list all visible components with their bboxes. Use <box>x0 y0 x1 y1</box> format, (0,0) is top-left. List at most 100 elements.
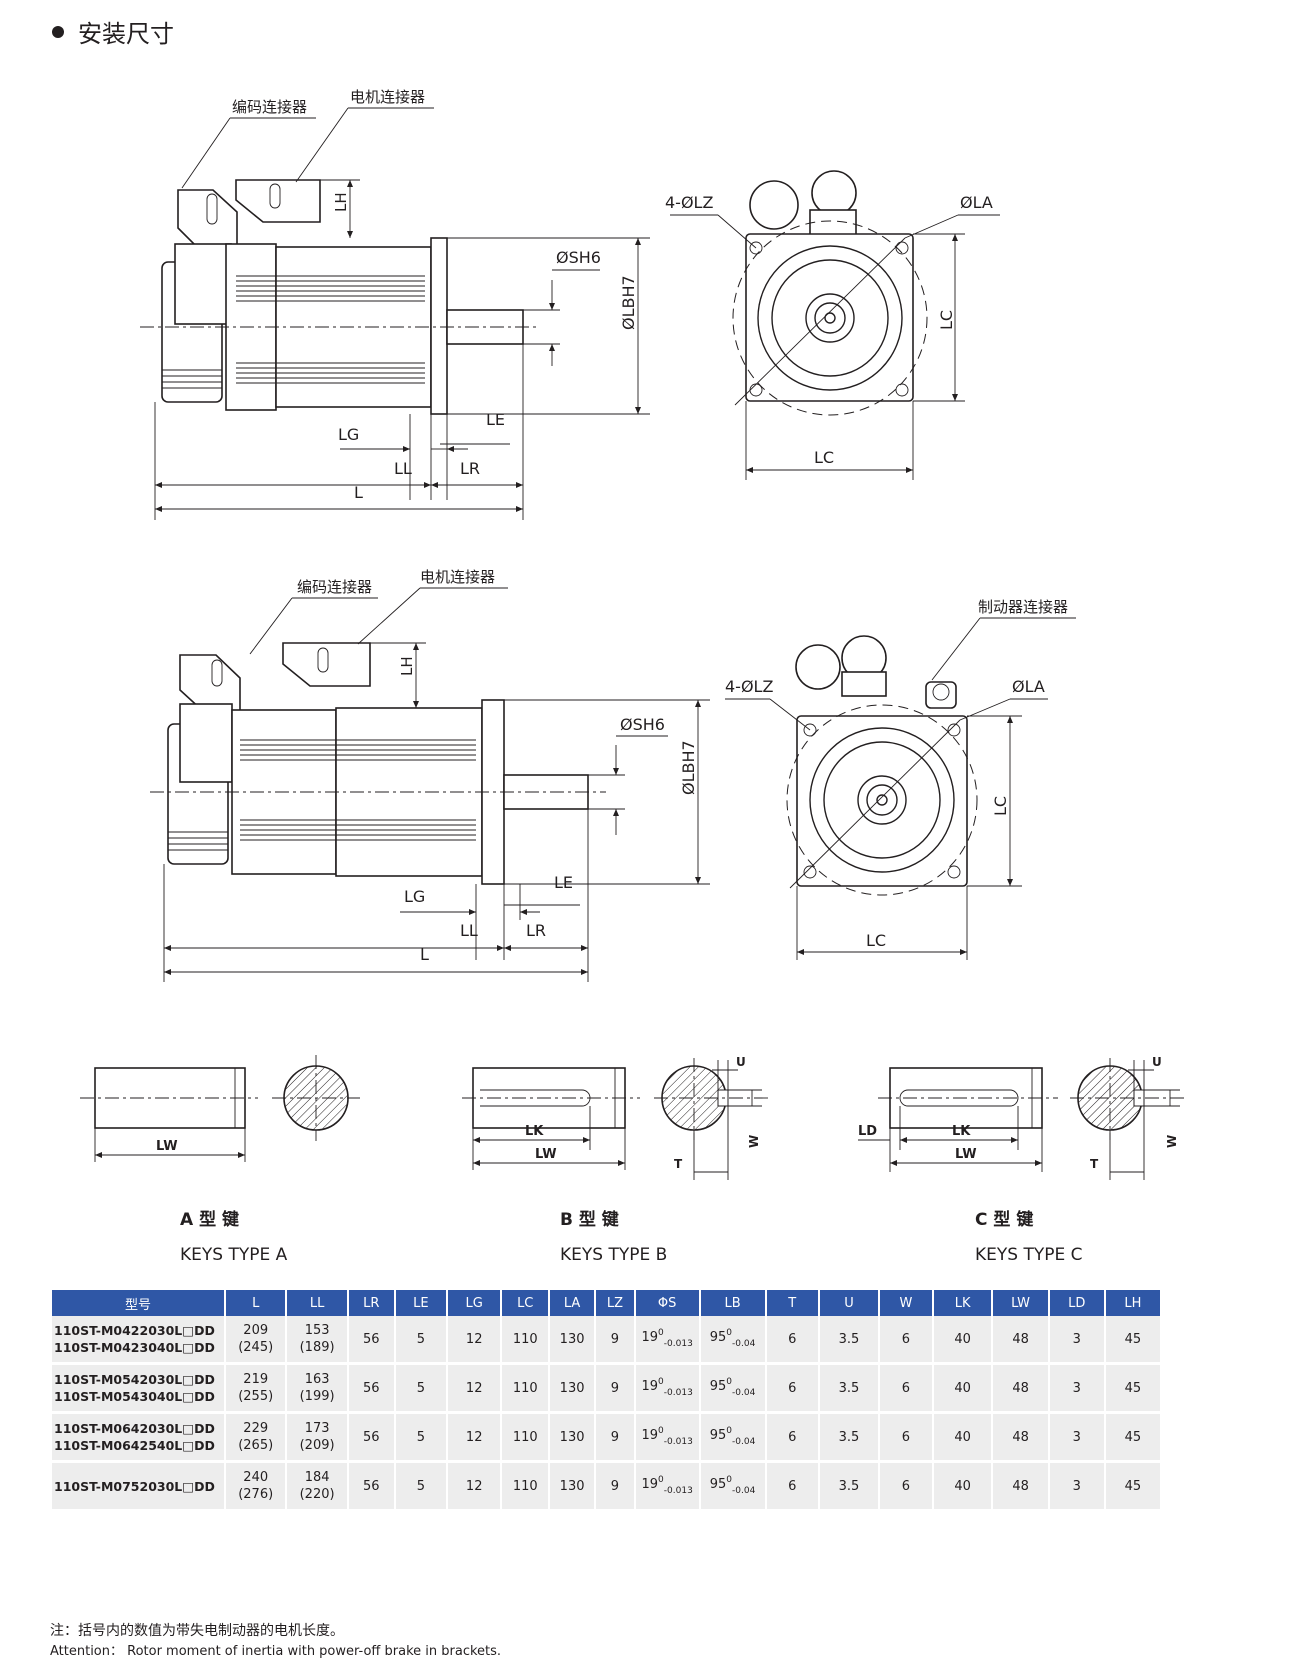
cell-t: 6 <box>765 1461 820 1512</box>
col-header: LH <box>1104 1290 1163 1316</box>
motor-connector-slot <box>269 183 281 209</box>
mount-hole <box>947 865 961 879</box>
shaft-center <box>876 794 888 806</box>
pitch-circle <box>786 704 978 896</box>
cell-s: 190-0.013 <box>634 1461 701 1512</box>
cell-lk: 40 <box>932 1461 994 1512</box>
key-type-b-cn: B 型 键 <box>560 1209 619 1230</box>
flange-ring-inner <box>771 259 889 377</box>
lb-tol-lower: -0.04 <box>732 1437 756 1447</box>
label-lc-vertical: LC <box>991 796 1010 816</box>
shaft-outline <box>94 1067 246 1129</box>
cell-la: 130 <box>549 1461 597 1512</box>
table-row: 110ST-M0542030L□DD 110ST-M0543040L□DD 21… <box>52 1363 1163 1414</box>
cell-t: 6 <box>765 1363 820 1414</box>
cell-lw: 48 <box>992 1461 1050 1512</box>
cell-la: 130 <box>549 1316 597 1365</box>
cell-t: 6 <box>765 1316 820 1365</box>
cell-ll: 153 (189) <box>286 1316 349 1365</box>
lb-value: 95 <box>709 1379 727 1394</box>
note-en: Attention： Rotor moment of inertia with … <box>50 1644 502 1659</box>
cell-lw: 48 <box>992 1316 1050 1365</box>
cell-lg: 12 <box>447 1363 503 1414</box>
s-value: 19 <box>641 1330 659 1345</box>
label-lw: LW <box>535 1147 557 1162</box>
cell-ll: 184 (220) <box>286 1461 349 1512</box>
col-header: LE <box>394 1290 449 1316</box>
s-tol-upper: 0 <box>658 1426 664 1436</box>
cell-lr: 56 <box>347 1461 396 1512</box>
key-type-c-cn: C 型 键 <box>975 1209 1033 1230</box>
cell-lc: 110 <box>501 1412 551 1463</box>
col-header: LW <box>992 1290 1050 1316</box>
label-l: L <box>420 945 429 964</box>
lb-tol-upper: 0 <box>726 1426 733 1436</box>
brake-connector-face <box>932 683 950 701</box>
cell-t: 6 <box>765 1412 820 1463</box>
cell-l: 209 (245) <box>225 1316 288 1365</box>
key-type-a-cn: A 型 键 <box>180 1209 239 1230</box>
label-lw: LW <box>156 1139 178 1154</box>
label-lw: LW <box>955 1147 977 1162</box>
label-lc-horizontal: LC <box>866 931 886 950</box>
brake-connector-shape <box>925 681 957 709</box>
shaft-center <box>824 312 836 324</box>
s-tol-upper: 0 <box>658 1328 664 1338</box>
encoder-plug <box>174 243 232 325</box>
cell-w: 6 <box>879 1412 934 1463</box>
cell-le: 5 <box>394 1363 449 1414</box>
label-sh6: ØSH6 <box>556 248 601 267</box>
cell-s: 190-0.013 <box>634 1363 701 1414</box>
label-brake-connector: 制动器连接器 <box>978 598 1068 616</box>
col-header: L <box>225 1290 288 1316</box>
side-dimensions <box>163 587 710 982</box>
cell-model: 110ST-M0642030L□DD 110ST-M0642540L□DD <box>52 1412 227 1463</box>
label-lc-vertical: LC <box>937 310 956 330</box>
col-header: T <box>765 1290 820 1316</box>
lb-value: 95 <box>709 1477 727 1492</box>
cell-s: 190-0.013 <box>634 1412 701 1463</box>
section-heading: 安装尺寸 <box>52 14 174 49</box>
encoder-plug <box>179 703 233 783</box>
cell-lr: 56 <box>347 1412 396 1463</box>
cell-lg: 12 <box>447 1316 503 1365</box>
label-encoder-connector: 编码连接器 <box>297 578 372 596</box>
cell-l: 219 (255) <box>225 1363 288 1414</box>
mount-hole <box>895 241 909 255</box>
pitch-circle <box>732 220 928 416</box>
label-w: W <box>747 1135 761 1148</box>
motor-plug-face <box>811 170 857 216</box>
label-ll: LL <box>460 921 478 940</box>
col-header: U <box>818 1290 881 1316</box>
col-header: LL <box>286 1290 349 1316</box>
cell-lk: 40 <box>932 1316 994 1365</box>
table-row: 110ST-M0642030L□DD 110ST-M0642540L□DD 22… <box>52 1412 1163 1463</box>
key-type-b-en: KEYS TYPE B <box>560 1245 667 1265</box>
cell-w: 6 <box>879 1461 934 1512</box>
table-row: 110ST-M0422030L□DD 110ST-M0423040L□DD 20… <box>52 1316 1163 1365</box>
label-le: LE <box>486 410 505 429</box>
lb-tol-upper: 0 <box>726 1475 733 1485</box>
lb-tol-lower: -0.04 <box>732 1388 756 1398</box>
mount-hole <box>803 723 817 737</box>
cell-ll: 163 (199) <box>286 1363 349 1414</box>
cell-model: 110ST-M0542030L□DD 110ST-M0543040L□DD <box>52 1363 227 1414</box>
label-motor-connector: 电机连接器 <box>420 568 495 586</box>
bullet-icon <box>52 25 64 38</box>
motor-plug-body <box>809 209 857 237</box>
cell-la: 130 <box>549 1363 597 1414</box>
label-lh: LH <box>398 656 416 676</box>
s-tol-lower: -0.013 <box>663 1486 693 1496</box>
col-header: LD <box>1048 1290 1106 1316</box>
motor-connector-shape <box>282 642 371 687</box>
cell-u: 3.5 <box>818 1412 881 1463</box>
encoder-connector-slot <box>211 659 223 687</box>
cell-lh: 45 <box>1104 1412 1163 1463</box>
encoder-connector-slot <box>206 193 218 225</box>
col-header: LK <box>932 1290 994 1316</box>
cell-u: 3.5 <box>818 1461 881 1512</box>
label-lk: LK <box>525 1124 544 1139</box>
cell-lz: 9 <box>595 1316 636 1365</box>
mount-hole <box>749 241 763 255</box>
cell-s: 190-0.013 <box>634 1316 701 1365</box>
